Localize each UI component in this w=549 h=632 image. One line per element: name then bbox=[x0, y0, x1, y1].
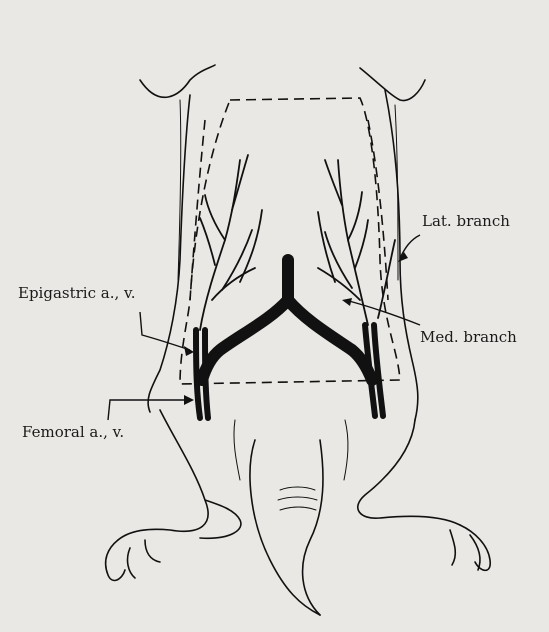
med-branch-label: Med. branch bbox=[420, 330, 517, 345]
lat-branch-label: Lat. branch bbox=[422, 214, 510, 229]
femoral-label: Femoral a., v. bbox=[22, 425, 124, 440]
epigastric-label: Epigastric a., v. bbox=[18, 286, 135, 301]
